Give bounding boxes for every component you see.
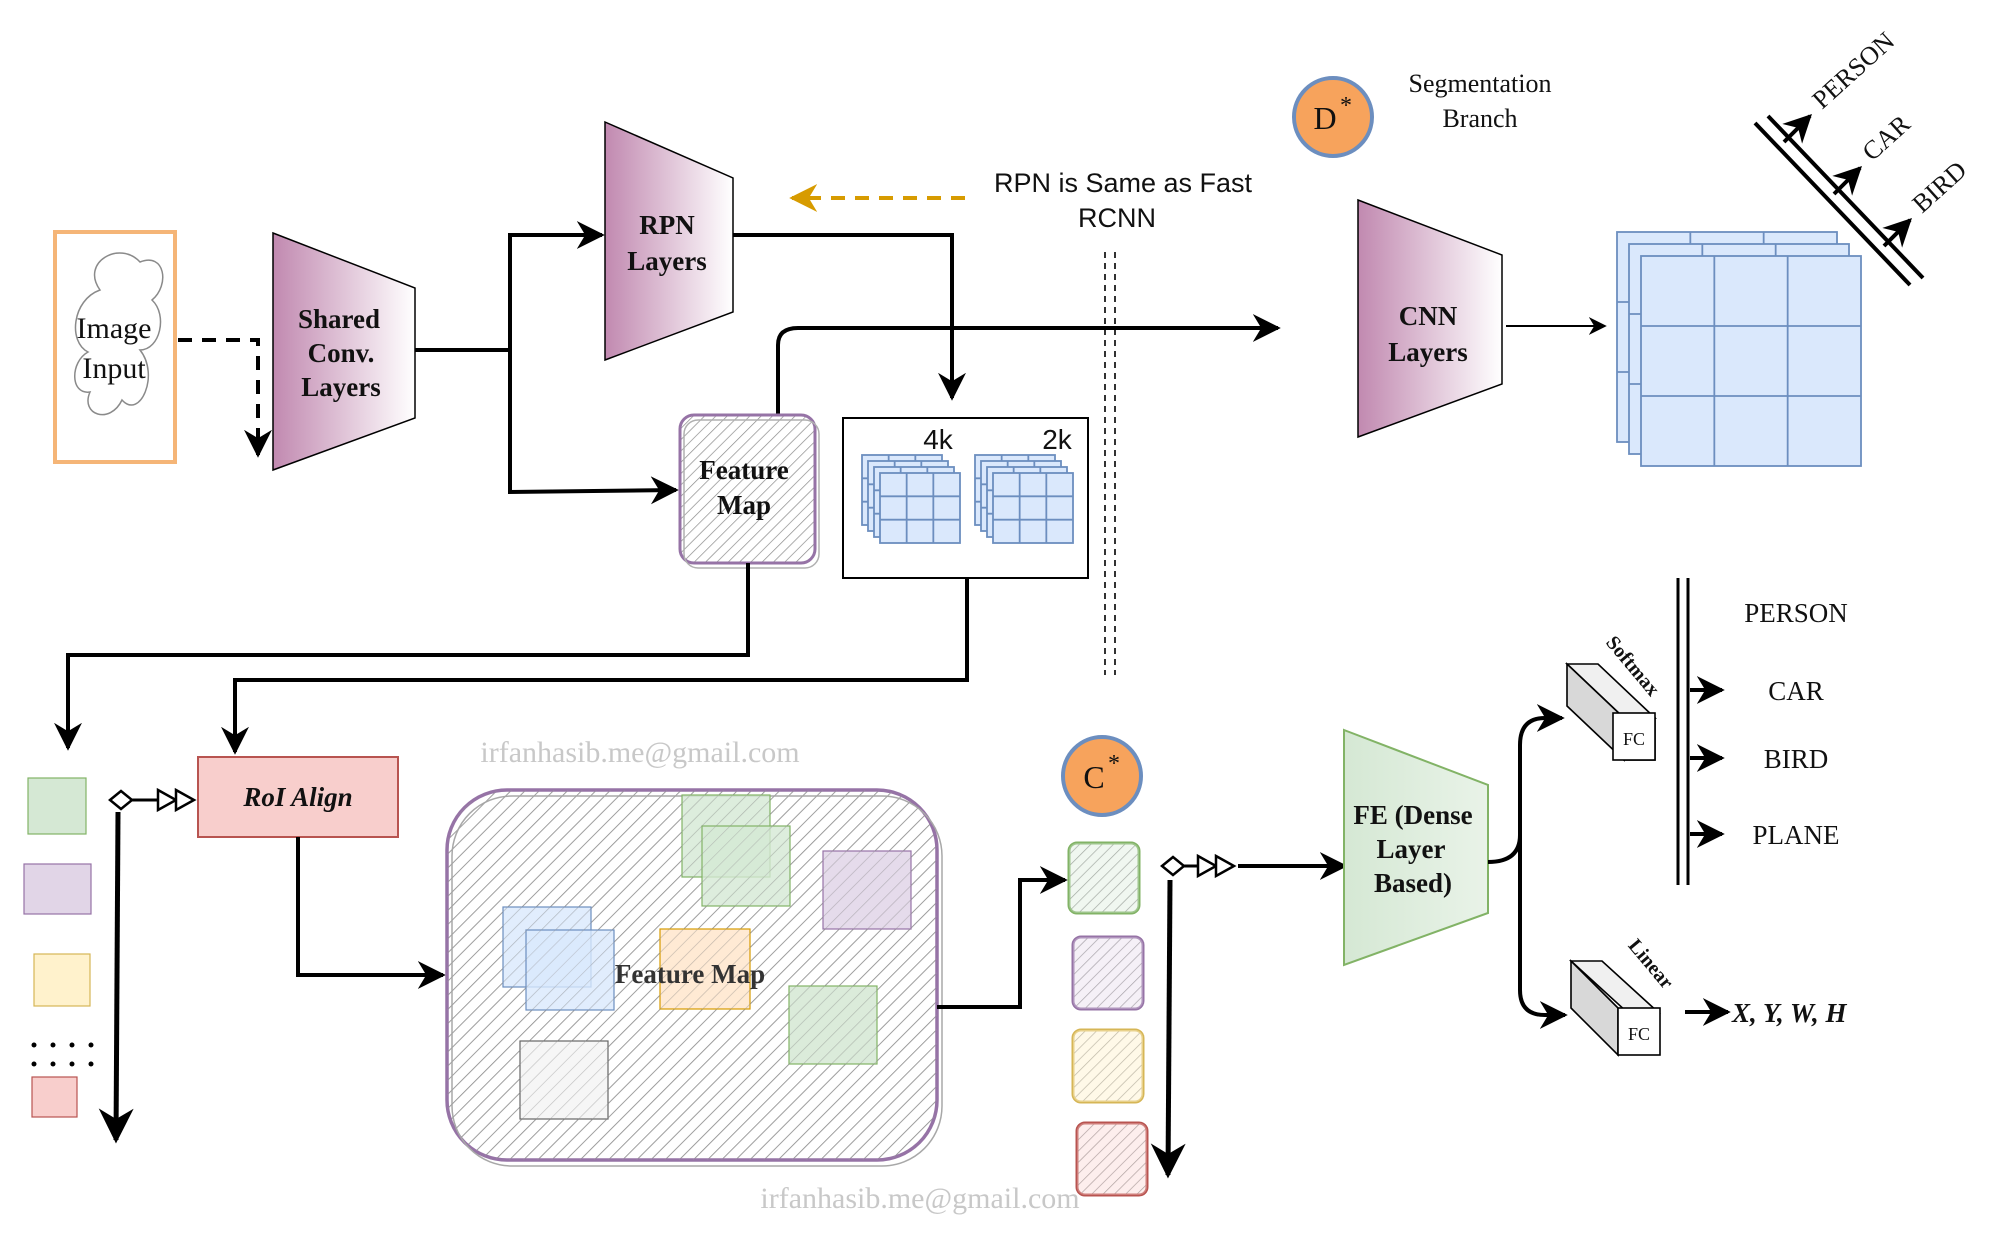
right-vertical-arrow [1150,879,1186,1179]
fe-to-softmax-arrow [1487,704,1565,864]
conv-to-rpn-arrow [508,221,605,350]
seg-arrow-car [1832,166,1862,196]
linear-fc-label: FC [1628,1024,1650,1044]
fe-dense-label-2: Layer [1377,834,1446,864]
pooled-roi-purple [1071,935,1145,1011]
image-input-label-2: Input [82,352,146,385]
pooled-roi-tint-purple [1073,937,1143,1009]
roi-legend-ellipsis [31,1042,94,1067]
fe-to-linear-arrow [1518,835,1568,1029]
anchor-4k-grid-layer-4 [879,472,961,544]
c-badge-label: C [1083,759,1104,795]
fe-input-triangle-2 [1214,853,1237,879]
roi-legend-green [27,777,87,835]
anchor-2k-grid-layer-4 [992,472,1074,544]
cloud-icon [74,252,164,416]
cnn-layers-block [1357,198,1503,439]
anchors-down-line [221,578,969,755]
cnn-label-2: Layers [1388,337,1467,367]
feature-map-to-pooled-arrow [937,866,1068,1009]
pooled-roi-tint-yellow [1073,1030,1143,1102]
rpn-label-1: RPN [639,210,695,240]
feature-map-small-shadow [683,419,820,569]
c-badge [1061,735,1143,817]
feature-map-small [678,413,817,565]
shared-conv-label-1: Shared [298,304,380,334]
watermark-top: irfanhasib.me@gmail.com [480,736,799,769]
image-input-label-1: Image [77,312,152,345]
anchors-4k-label: 4k [923,424,954,455]
fe-dense-block [1343,728,1489,967]
cls-class-person: PERSON [1744,598,1848,628]
feature-map-small-label-1: Feature [699,455,788,485]
watermark-bottom: irfanhasib.me@gmail.com [760,1182,1079,1215]
roi-input-diamond [108,789,134,811]
seg-arrow-person [1782,114,1812,144]
image-to-conv-dashed [178,338,272,458]
softmax-fc-label: FC [1623,729,1645,749]
cls-class-plane: PLANE [1753,820,1840,850]
pooled-roi-green [1067,841,1141,915]
feature-map-large-label: Feature Map [615,959,765,989]
shared-conv-layers-block [272,231,416,472]
cls-class-car: CAR [1768,676,1824,706]
roi-to-feature-map-arrow [296,837,446,989]
pooled-roi-tint-green [1069,843,1139,913]
seg-class-car: CAR [1857,109,1917,167]
shared-conv-label-2: Conv. [308,338,375,368]
pooled-roi-tint-red [1077,1123,1147,1195]
segmentation-label-1: Segmentation [1409,69,1552,98]
rpn-note-line-2: RCNN [1078,203,1156,233]
feature-map-down-line [54,563,750,751]
roi-align-label: RoI Align [242,782,352,812]
linear-label: Linear [1624,935,1678,993]
cnn-label-1: CNN [1399,301,1458,331]
pooled-roi-yellow [1071,1028,1145,1104]
fe-dense-label-1: FE (Dense [1353,800,1472,830]
bbox-output-label: X, Y, W, H [1731,998,1848,1028]
feature-map-small-label-2: Map [717,490,771,520]
seg-arrow-bird [1882,218,1912,248]
linear-fc-face [1617,1007,1661,1056]
rpn-note-line-1: RPN is Same as Fast [994,168,1253,198]
d-badge-sup: * [1340,93,1352,119]
cls-class-bird: BIRD [1764,744,1829,774]
mask-grids [1616,231,1862,467]
seg-bar-a [1753,121,1912,287]
feature-map-to-cnn-arrow [776,314,1281,415]
pooled-roi-red [1075,1121,1149,1197]
left-vertical-arrow [98,811,134,1144]
c-badge-sup: * [1108,751,1120,777]
segmentation-label-2: Branch [1442,104,1517,133]
roi-input-triangle-1 [156,787,179,813]
anchors-2k-label: 2k [1042,424,1073,455]
feature-map-rois [447,790,937,1160]
roi-legend-yellow [33,953,91,1007]
conv-to-feature-map-arrow [508,350,679,505]
seg-class-bird: BIRD [1907,155,1973,218]
mask-grid-layer-3 [1640,255,1862,467]
rpn-layers-block [604,120,734,362]
d-badge-label: D [1313,100,1336,136]
roi-input-triangle-2 [174,787,197,813]
anchor-grids [861,454,1074,544]
roi-legend-purple [23,863,92,915]
fe-input-diamond [1160,855,1186,877]
roi-legend-pink [31,1076,78,1118]
fe-input-triangle-1 [1196,853,1219,879]
fe-dense-label-3: Based) [1374,868,1452,898]
rpn-label-2: Layers [627,246,706,276]
roi-align-block [197,756,399,838]
cls-outputs: PERSON CAR BIRD PLANE [1690,598,1848,850]
shared-conv-label-3: Layers [301,372,380,402]
d-badge [1292,76,1374,158]
seg-class-person: PERSON [1807,26,1901,114]
roi-box-hatch-overlay [447,790,937,1160]
softmax-fc-face [1612,712,1656,761]
rpn-to-anchors-arrow [733,233,966,401]
